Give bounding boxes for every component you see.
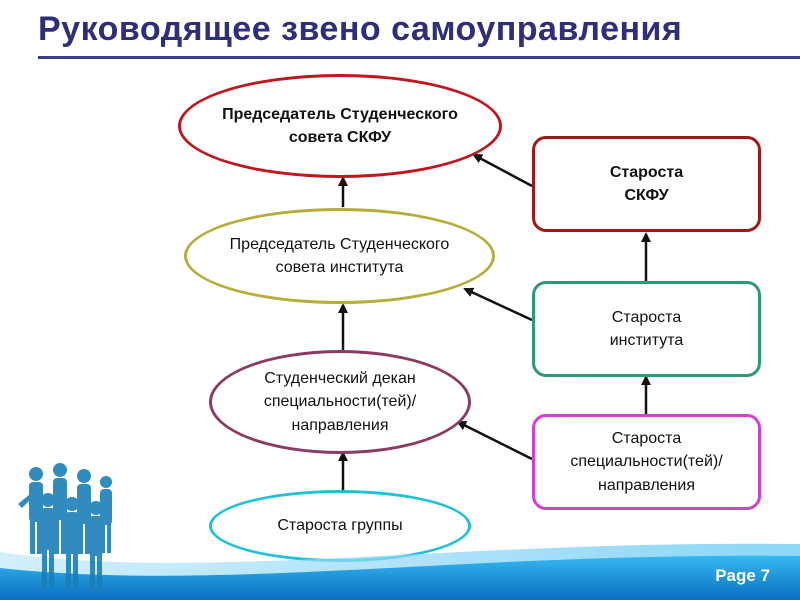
- node-head-skfu: Староста СКФУ: [532, 136, 761, 232]
- node-head-specialty: Староста специальности(тей)/ направления: [532, 414, 761, 510]
- footer-wave: [0, 543, 800, 600]
- node-chair-institute: Председатель Студенческого совета инстит…: [184, 208, 495, 304]
- slide-title: Руководящее звено самоуправления: [38, 10, 683, 48]
- arrow-head-skfu-to-chair-skfu: [472, 153, 533, 188]
- arrow-head-institute-to-chair-institute: [463, 287, 533, 322]
- people-silhouette-icon: [18, 463, 112, 590]
- node-head-institute: Староста института: [532, 281, 761, 377]
- node-student-dean: Студенческий декан специальности(тей)/ н…: [209, 350, 471, 454]
- node-group-head: Староста группы: [209, 490, 471, 562]
- page-number: Page 7: [715, 566, 770, 585]
- title-underline: [38, 56, 800, 59]
- node-chair-skfu: Председатель Студенческого совета СКФУ: [178, 74, 502, 178]
- arrow-head-specialty-to-dean: [456, 420, 533, 461]
